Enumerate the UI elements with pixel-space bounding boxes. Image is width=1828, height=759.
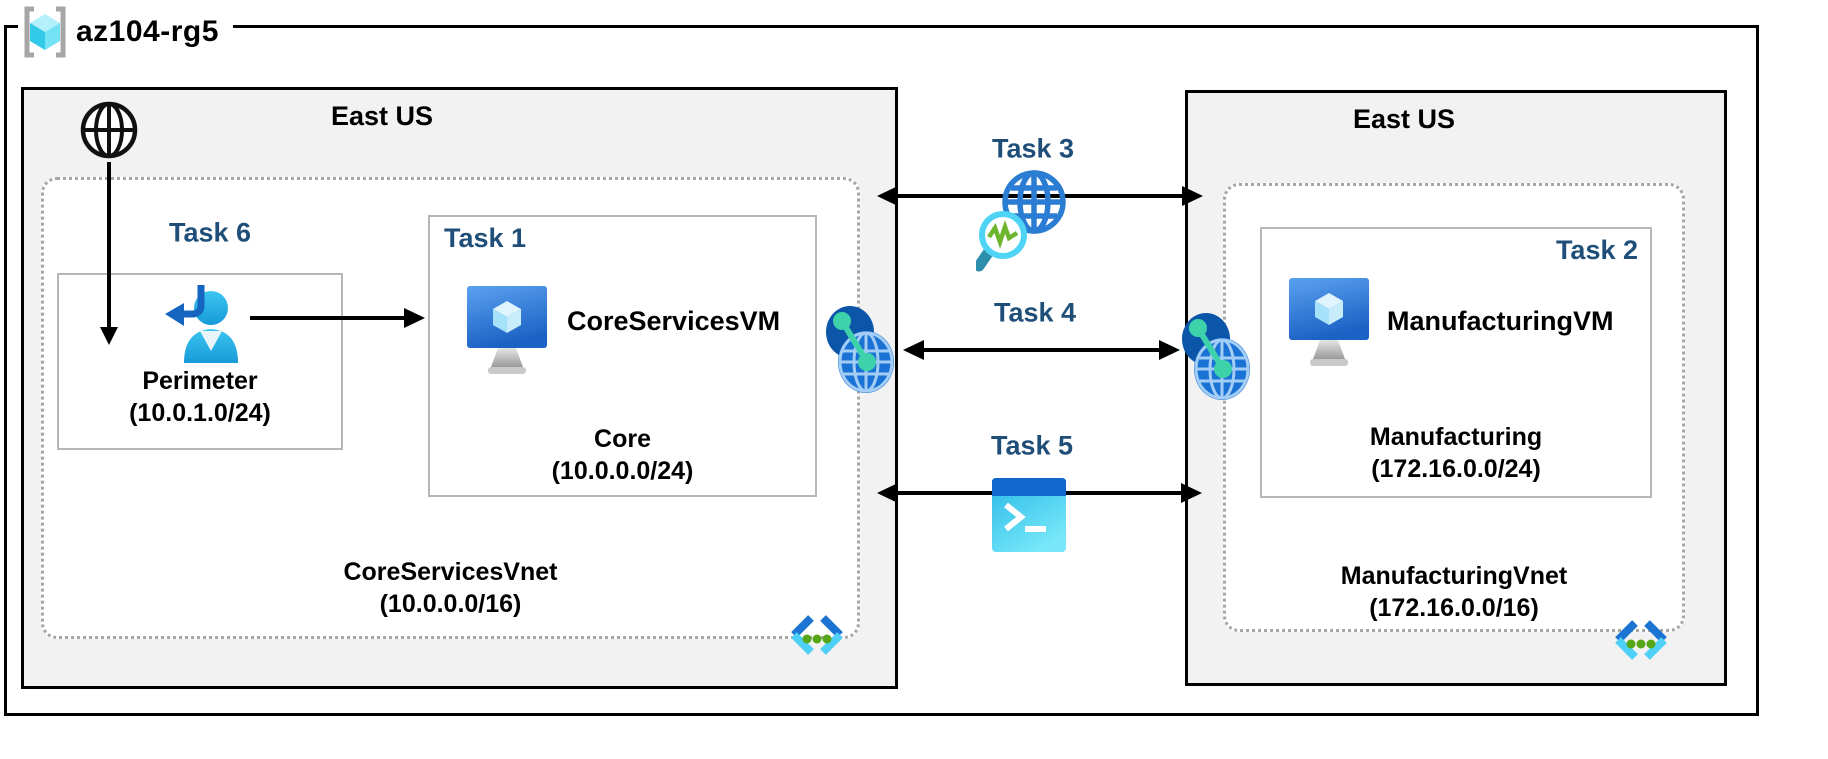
arrowhead-right (1159, 340, 1180, 360)
arrowhead-left (877, 483, 898, 503)
task4-label: Task 4 (993, 297, 1077, 328)
core-vm-name: CoreServicesVM (567, 306, 781, 336)
vnet-peering-icon-left (826, 306, 894, 393)
task2-label: Task 2 (1555, 235, 1638, 265)
arrowhead-left (877, 186, 898, 206)
arrowhead-left (903, 340, 924, 360)
manufacturing-vnet-cidr: (172.16.0.0/16) (1369, 594, 1539, 622)
arrowhead-down (100, 327, 118, 345)
task6-label: Task 6 (168, 217, 252, 248)
manufacturing-subnet-caption: Manufacturing (172.16.0.0/24) (1262, 421, 1650, 485)
region-left-title: East US (330, 101, 434, 131)
vnet-peering-icon-right (1182, 313, 1250, 400)
manufacturing-vnet-caption: ManufacturingVnet (172.16.0.0/16) (1223, 560, 1685, 624)
virtual-network-icon-left (791, 615, 843, 655)
user-entry-icon (165, 285, 238, 363)
task5-label: Task 5 (990, 430, 1074, 461)
core-subnet-box: Task 1 CoreServicesVM Core (10.0.0.0/24) (428, 215, 817, 497)
arrowhead-right (1182, 186, 1203, 206)
manufacturing-subnet-cidr: (172.16.0.0/24) (1371, 455, 1541, 483)
resource-group-icon (24, 6, 66, 58)
arrowhead-right (404, 308, 425, 328)
arrowhead-right (1181, 483, 1202, 503)
perimeter-subnet-box: Perimeter (10.0.1.0/24) (57, 273, 343, 450)
arrow-shaft (893, 194, 1187, 198)
region-right-title: East US (1352, 104, 1456, 134)
core-subnet-cidr: (10.0.0.0/24) (551, 457, 694, 485)
perimeter-subnet-name: Perimeter (142, 367, 258, 395)
perimeter-subnet-cidr: (10.0.1.0/24) (129, 399, 271, 427)
manufacturing-subnet-box: Task 2 ManufacturingVM Manufacturing (17… (1260, 227, 1652, 498)
arrow-shaft (250, 316, 409, 320)
manufacturing-subnet-name: Manufacturing (1369, 423, 1543, 451)
core-subnet-name: Core (594, 425, 651, 453)
task1-label: Task 1 (444, 223, 527, 253)
manufacturing-vnet-name: ManufacturingVnet (1340, 562, 1568, 590)
manufacturing-vm-name: ManufacturingVM (1387, 306, 1614, 336)
core-subnet-caption: Core (10.0.0.0/24) (430, 423, 815, 487)
arrow-shaft (919, 348, 1164, 352)
core-vnet-name: CoreServicesVnet (343, 558, 558, 586)
core-vnet-caption: CoreServicesVnet (10.0.0.0/16) (41, 556, 860, 620)
resource-group-name: az104-rg5 (76, 15, 219, 48)
internet-globe-icon (80, 101, 138, 159)
vm-icon-coreservices (467, 286, 547, 374)
network-watcher-icon (976, 170, 1066, 272)
cloud-shell-icon (992, 478, 1066, 552)
task3-label: Task 3 (991, 133, 1075, 164)
arrow-shaft (107, 162, 111, 329)
vm-icon-manufacturing (1289, 278, 1369, 366)
resource-group-label: az104-rg5 (18, 4, 233, 60)
core-vnet-cidr: (10.0.0.0/16) (379, 590, 522, 618)
virtual-network-icon-right (1615, 620, 1667, 660)
